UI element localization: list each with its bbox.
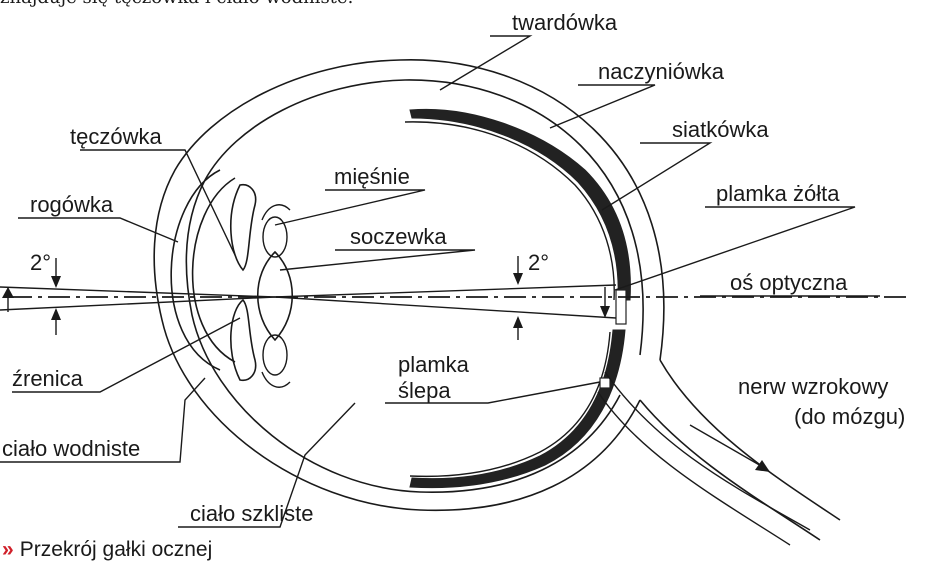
iris: [231, 185, 256, 381]
label-plamka-slepa-1: plamka: [398, 352, 470, 377]
label-cialo-szkliste: ciało szkliste: [190, 501, 313, 526]
cornea: [171, 170, 235, 370]
blind-spot-mark: [600, 378, 610, 388]
label-miesnie: mięśnie: [334, 164, 410, 189]
label-cialo-wodniste: ciało wodniste: [2, 436, 140, 461]
label-zrenica: źrenica: [12, 366, 84, 391]
label-plamka-slepa-2: ślepa: [398, 378, 451, 403]
eyeball-layers: [154, 60, 664, 511]
label-plamka-zolta: plamka żółta: [716, 181, 840, 206]
caption-marker: »: [2, 538, 14, 561]
label-angle-right: 2°: [528, 250, 549, 275]
label-nerw-1: nerw wzrokowy: [738, 374, 888, 399]
label-naczyniowka: naczyniówka: [598, 59, 725, 84]
choroid-band: [410, 109, 630, 300]
labels: twardówka naczyniówka siatkówka tęczówka…: [2, 10, 905, 526]
label-soczewka: soczewka: [350, 224, 447, 249]
figure-caption: » Przekrój gałki ocznej: [2, 538, 212, 562]
caption-text: Przekrój gałki ocznej: [20, 538, 213, 561]
sclera-outer: [154, 60, 664, 511]
label-os-optyczna: oś optyczna: [730, 270, 848, 295]
label-nerw-2: (do mózgu): [794, 404, 905, 429]
label-teczowka: tęczówka: [70, 124, 162, 149]
label-siatkowka: siatkówka: [672, 117, 769, 142]
label-angle-left: 2°: [30, 250, 51, 275]
macula-mark: [616, 290, 626, 324]
ray-lines: [0, 285, 616, 318]
label-rogowka: rogówka: [30, 192, 114, 217]
label-twardowka: twardówka: [512, 10, 618, 35]
